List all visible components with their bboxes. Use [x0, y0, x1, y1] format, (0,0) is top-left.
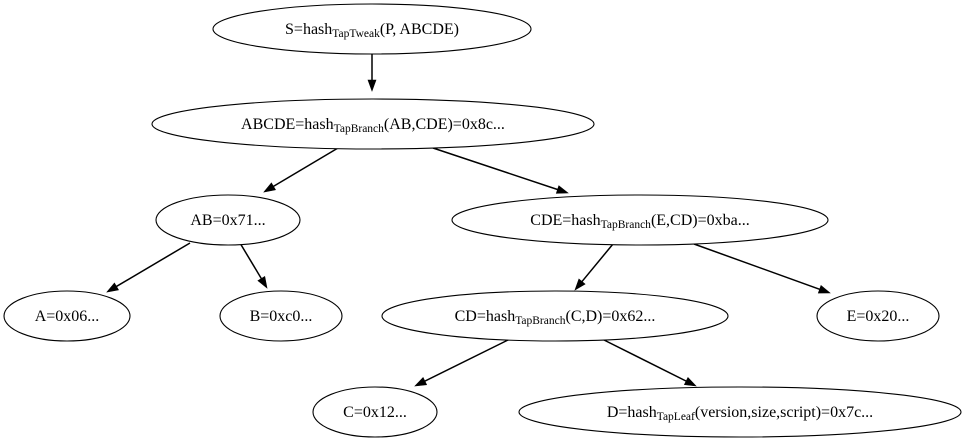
edges-layer [106, 54, 831, 387]
node-cd[interactable]: CD=hashTapBranch(C,D)=0x62... [381, 290, 729, 342]
edge-ab-to-a [106, 242, 191, 293]
edge-ab-to-b [239, 242, 268, 289]
node-label: S=hashTapTweak(P, ABCDE) [285, 21, 459, 40]
node-label-subscript: TapBranch [515, 315, 566, 327]
node-label: D=hashTapLeaf(version,size,script)=0x7c.… [607, 404, 873, 423]
node-label: C=0x12... [343, 404, 407, 421]
edge-s-to-abcde [367, 54, 377, 92]
edge-arrowhead [683, 376, 697, 387]
edge-line [423, 339, 509, 383]
node-d[interactable]: D=hashTapLeaf(version,size,script)=0x7c.… [518, 386, 962, 438]
node-cde[interactable]: CDE=hashTapBranch(E,CD)=0xba... [451, 194, 829, 246]
node-label-subscript: TapTweak [332, 28, 380, 40]
edge-arrowhead [367, 79, 377, 92]
node-label-subscript: TapBranch [601, 219, 652, 231]
edge-line [432, 147, 560, 191]
node-ellipse[interactable] [381, 290, 729, 342]
node-ellipse[interactable] [155, 194, 301, 246]
edge-arrowhead [263, 182, 276, 193]
node-ellipse[interactable] [151, 98, 595, 150]
node-e[interactable]: E=0x20... [816, 290, 940, 342]
node-a[interactable]: A=0x06... [3, 290, 131, 342]
node-ellipse[interactable] [312, 386, 438, 438]
nodes-layer: S=hashTapTweak(P, ABCDE) ABCDE=hashTapBra… [3, 3, 962, 438]
edge-arrowhead [106, 282, 119, 293]
node-s[interactable]: S=hashTapTweak(P, ABCDE) [212, 3, 532, 55]
node-label: AB=0x71... [190, 212, 265, 229]
edge-cd-to-d [603, 339, 697, 387]
node-label-subscript: TapBranch [334, 123, 385, 135]
edge-arrowhead [257, 276, 268, 289]
edge-arrowhead [817, 285, 831, 294]
edge-line [239, 242, 263, 281]
edge-arrowhead [555, 185, 569, 194]
node-ab[interactable]: AB=0x71... [155, 194, 301, 246]
node-ellipse[interactable] [816, 290, 940, 342]
edge-abcde-to-cde [432, 147, 569, 194]
node-b[interactable]: B=0xc0... [219, 290, 343, 342]
node-ellipse[interactable] [3, 290, 131, 342]
edge-cd-to-c [414, 339, 509, 387]
edge-line [603, 339, 688, 383]
node-abcde[interactable]: ABCDE=hashTapBranch(AB,CDE)=0x8c... [151, 98, 595, 150]
node-label: CDE=hashTapBranch(E,CD)=0xba... [530, 212, 749, 231]
node-label: B=0xc0... [250, 308, 313, 325]
node-ellipse[interactable] [451, 194, 829, 246]
edge-line [580, 243, 614, 284]
node-c[interactable]: C=0x12... [312, 386, 438, 438]
node-ellipse[interactable] [219, 290, 343, 342]
node-label: ABCDE=hashTapBranch(AB,CDE)=0x8c... [241, 116, 505, 135]
node-label: E=0x20... [847, 308, 910, 325]
node-label: CD=hashTapBranch(C,D)=0x62... [455, 308, 656, 327]
node-ellipse[interactable] [212, 3, 532, 55]
edge-cde-to-e [693, 243, 831, 294]
edge-abcde-to-ab [263, 147, 339, 193]
edge-line [693, 243, 822, 291]
edge-line [114, 242, 191, 288]
edge-line [271, 147, 339, 188]
node-label: A=0x06... [35, 308, 100, 325]
node-ellipse[interactable] [518, 386, 962, 438]
edge-cde-to-cd [574, 243, 614, 291]
edge-arrowhead [414, 377, 428, 387]
edge-arrowhead [574, 278, 586, 291]
node-label-subscript: TapLeaf [657, 411, 695, 423]
